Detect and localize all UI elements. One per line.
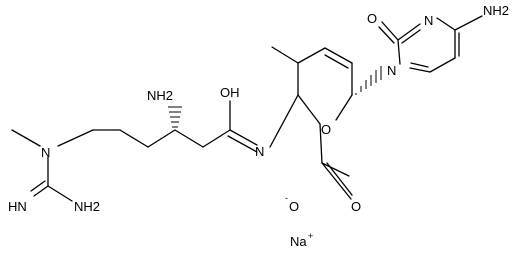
atom-label: N: [387, 63, 396, 78]
bond: [324, 47, 353, 64]
bond: [409, 67, 431, 73]
bond: [57, 129, 94, 147]
hashed-wedge: [355, 66, 382, 95]
bond: [321, 162, 352, 200]
bond-group: [11, 15, 483, 202]
bond: [410, 62, 429, 68]
bond: [227, 135, 258, 153]
charge-label: +: [308, 231, 313, 241]
counterion-label: Na: [290, 234, 307, 249]
bond: [271, 46, 299, 64]
bond: [47, 185, 73, 202]
atom-label: N: [41, 145, 50, 160]
bond: [454, 15, 483, 31]
bond: [119, 129, 149, 148]
bond: [321, 162, 350, 177]
bond: [33, 185, 49, 197]
bond: [397, 23, 421, 41]
bond: [11, 129, 41, 147]
bond: [147, 129, 176, 148]
bond: [297, 94, 321, 125]
bond: [174, 129, 204, 148]
charge-label: -: [285, 193, 288, 203]
bond: [269, 94, 299, 148]
atom-label: O: [289, 199, 299, 214]
bond: [429, 57, 456, 73]
atom-label: O: [367, 11, 377, 26]
bond: [229, 129, 258, 146]
atom-label: N: [255, 144, 264, 159]
bond: [324, 54, 349, 69]
bond: [326, 162, 353, 196]
bond: [397, 39, 401, 65]
atom-label: OH: [220, 85, 240, 100]
atom-label: NH2: [483, 3, 509, 18]
bond: [381, 21, 399, 41]
atom-label-group: NH2 O N N NH2 OH N O N HN NH2 O - O Na +: [8, 3, 509, 249]
atom-label: O: [321, 122, 331, 137]
bond: [202, 129, 231, 148]
atom-label: HN: [8, 199, 27, 214]
atom-label: NH2: [74, 199, 100, 214]
hashed-wedge: [168, 106, 182, 128]
atom-label: NH2: [147, 88, 173, 103]
atom-label: O: [351, 199, 361, 214]
bond: [378, 26, 395, 44]
bond: [436, 17, 456, 31]
bond: [319, 123, 323, 164]
bond: [297, 47, 326, 64]
bond: [335, 94, 353, 121]
atom-label: N: [424, 13, 433, 28]
bond: [30, 180, 46, 192]
bond: [401, 29, 421, 44]
